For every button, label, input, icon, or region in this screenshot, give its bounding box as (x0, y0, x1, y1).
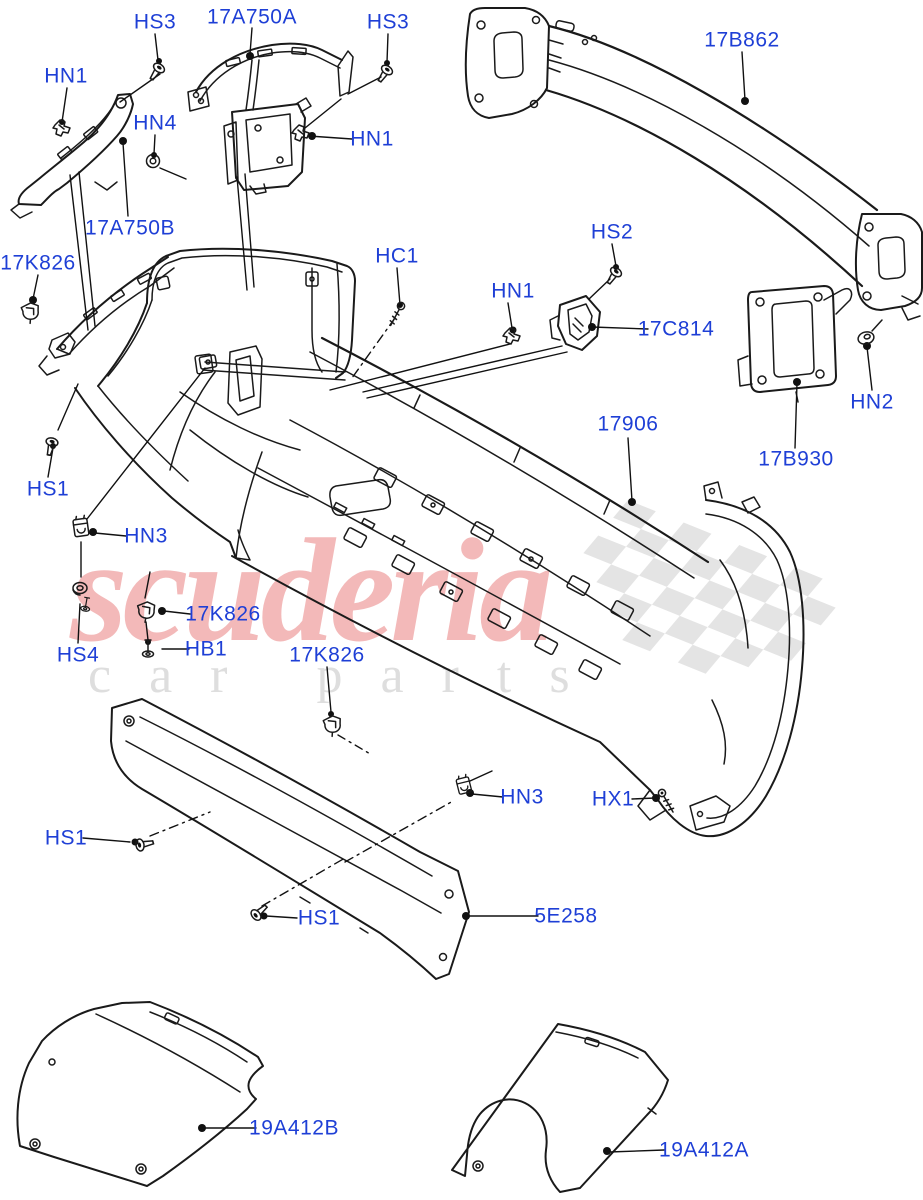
screw-hs1-b (134, 835, 156, 853)
part-bumper-corner-17906 (637, 481, 805, 838)
screw-hc1 (386, 300, 407, 328)
callout-hs1-b: HS1 (44, 826, 88, 850)
callout-hs4: HS4 (56, 643, 100, 667)
watermark: scuderia car parts (69, 499, 836, 704)
callout-17a750a: 17A750A (207, 5, 297, 29)
part-bumper-cover-17906 (38, 247, 356, 561)
callout-hs1-a: HS1 (26, 477, 70, 501)
callout-19a412b: 19A412B (249, 1116, 339, 1140)
callout-19a412a: 19A412A (659, 1138, 749, 1162)
screw-hs1-a (41, 435, 60, 458)
part-shield-19a412a (451, 1023, 669, 1193)
part-bracket-17b930 (737, 285, 853, 403)
callout-hn2: HN2 (850, 390, 894, 414)
callout-hn4: HN4 (133, 111, 177, 135)
checkered-flag (583, 499, 836, 674)
callout-hn1-b: HN1 (350, 127, 394, 151)
screw-hs3-right (373, 62, 395, 86)
callout-hs3-a: HS3 (133, 10, 177, 34)
callout-hn1-c: HN1 (491, 279, 535, 303)
part-beam-17b862 (464, 7, 923, 321)
callout-hn3-a: HN3 (124, 524, 168, 548)
screw-hs1-c (248, 900, 271, 923)
callout-17k826-c: 17K826 (289, 643, 365, 667)
part-shield-19a412b (16, 1001, 264, 1187)
washer-hn2-stem (871, 319, 883, 332)
callout-hn1-a: HN1 (44, 64, 88, 88)
callout-17b930: 17B930 (758, 447, 834, 471)
part-bracket-17a750a (187, 42, 354, 195)
callout-hs1-c: HS1 (297, 906, 341, 930)
callout-hn3-b: HN3 (500, 785, 544, 809)
clip-hn3-b (454, 773, 473, 796)
leader-lines (32, 27, 873, 1153)
callout-17c814: 17C814 (637, 317, 715, 341)
callout-17b862: 17B862 (704, 28, 780, 52)
part-bracket-17a750b (10, 93, 134, 219)
callout-hs2: HS2 (590, 220, 634, 244)
callout-5e258: 5E258 (534, 904, 598, 928)
callout-17k826-a: 17K826 (0, 251, 76, 275)
callout-17a750b: 17A750B (85, 216, 175, 240)
watermark-brand: scuderia (69, 509, 550, 673)
clip-17k826-c (321, 713, 344, 739)
part-bumper-body-17906 (231, 336, 710, 791)
callout-hs3-b: HS3 (366, 10, 410, 34)
part-panel-5e258 (110, 698, 470, 980)
part-bracket-17c814 (549, 295, 601, 351)
callout-17k826-b: 17K826 (185, 602, 261, 626)
callout-hb1: HB1 (184, 637, 228, 661)
clip-17k826-a (19, 300, 42, 326)
washer-hn2 (855, 329, 877, 347)
callout-hx1: HX1 (591, 787, 635, 811)
callout-17906: 17906 (597, 412, 659, 436)
screw-hs3-left (145, 60, 167, 84)
callout-hc1: HC1 (375, 244, 419, 268)
